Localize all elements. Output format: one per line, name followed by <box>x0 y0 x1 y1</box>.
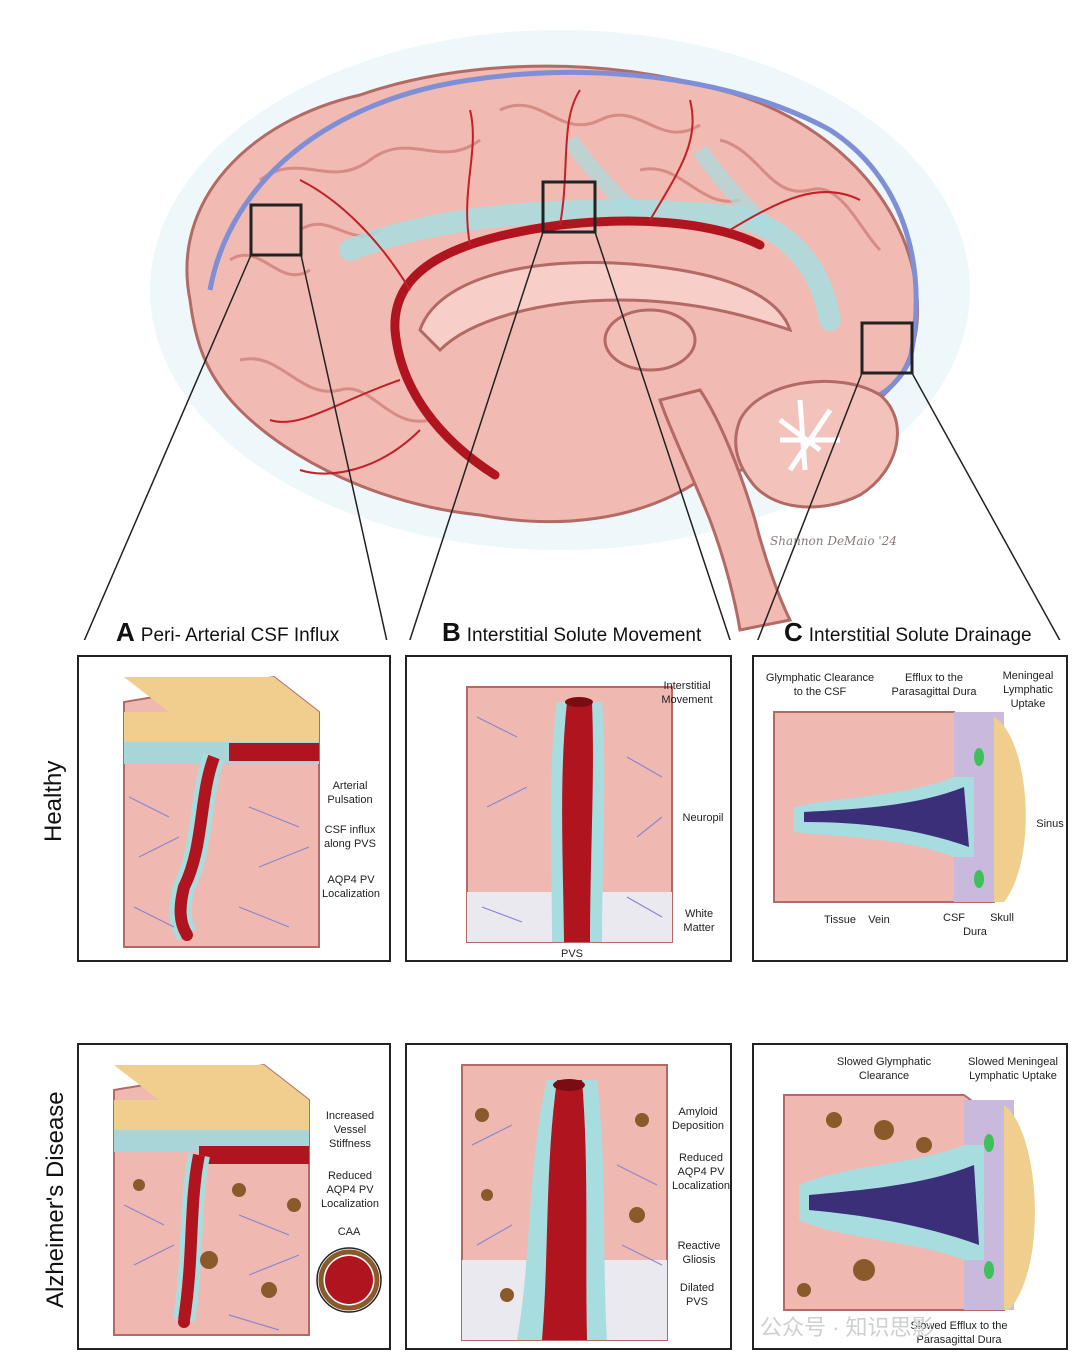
panel-b-ad-art <box>461 1064 668 1341</box>
label-csf: CSF <box>943 912 965 924</box>
zoom-box-c <box>860 321 914 375</box>
zoom-box-b <box>541 180 597 234</box>
panel-c-letter: C <box>784 617 803 647</box>
csf-flow <box>339 199 841 331</box>
csf-flow-branch-2 <box>693 145 776 236</box>
label-efflux-dura: Efflux to the Parasagittal Dura <box>891 672 977 698</box>
label-vessel-stiffness: Increased Vessel Stiffness <box>325 1110 375 1150</box>
label-pvs: PVS <box>560 948 583 960</box>
callout-lines <box>83 231 1061 640</box>
brainstem <box>658 388 793 632</box>
label-slowed-efflux: Slowed Efflux to the Parasagittal Dura <box>910 1320 1008 1346</box>
label-sinus: Sinus <box>1036 818 1064 830</box>
panel-a-ad-art <box>113 1063 382 1336</box>
label-tissue: Tissue <box>824 914 856 926</box>
panel-b-title-text: Interstitial Solute Movement <box>466 625 702 646</box>
label-dura: Dura <box>963 926 987 938</box>
cerebellum <box>734 379 899 509</box>
label-skull: Skull <box>990 912 1014 924</box>
label-glymphatic-clearance: Glymphatic Clearance to the CSF <box>765 672 875 698</box>
label-slowed-glymphatic: Slowed Glymphatic Clearance <box>836 1056 932 1082</box>
panel-c-healthy-art <box>773 711 1026 903</box>
panel-c-ad-art <box>783 1094 1035 1311</box>
brain-illustration: Shannon DeMaio '24 <box>83 30 1061 640</box>
label-reduced-aqp4-b: Reduced AQP4 PV Localization <box>671 1152 731 1192</box>
label-neuropil: Neuropil <box>682 812 724 824</box>
thalamus <box>603 308 697 372</box>
sagittal-sinus <box>207 69 919 405</box>
row-label-healthy: Healthy <box>40 760 67 842</box>
panel-b-letter: B <box>442 617 461 647</box>
signature: Shannon DeMaio '24 <box>770 534 897 548</box>
label-slowed-meningeal: Slowed Meningeal Lymphatic Uptake <box>968 1056 1058 1082</box>
label-meningeal-uptake: Meningeal Lymphatic Uptake <box>1002 670 1054 710</box>
label-vein: Vein <box>868 914 890 926</box>
arbor-vitae <box>778 399 840 472</box>
label-dilated-pvs: Dilated PVS <box>679 1282 715 1308</box>
label-caa: CAA <box>337 1226 361 1238</box>
panel-a-ad: Increased Vessel Stiffness Reduced AQP4 … <box>77 1043 391 1350</box>
label-reduced-aqp4: Reduced AQP4 PV Localization <box>320 1170 380 1210</box>
anterior-cerebral-artery <box>390 216 765 480</box>
panel-c-ad: Slowed Glymphatic Clearance Slowed Menin… <box>752 1043 1068 1350</box>
watermark: 公众号 · 知识思影 <box>760 1315 934 1340</box>
label-interstitial-movement: Interstitial Movement <box>661 680 713 706</box>
row-label-alzheimers: Alzheimer's Disease <box>42 1091 69 1308</box>
panel-a-letter: A <box>116 617 135 647</box>
panel-c-healthy: Glymphatic Clearance to the CSF Efflux t… <box>752 655 1068 962</box>
panel-b-healthy: Interstitial Movement Neuropil White Mat… <box>405 655 732 962</box>
panel-a-healthy: Arterial Pulsation CSF influx along PVS … <box>77 655 391 962</box>
label-arterial-pulsation: Arterial Pulsation <box>327 780 373 806</box>
panel-a-healthy-art <box>123 675 320 948</box>
panel-a-title-text: Peri- Arterial CSF Influx <box>140 625 340 646</box>
panel-b-ad: Amyloid Deposition Reduced AQP4 PV Local… <box>405 1043 732 1350</box>
csf-flow-branch <box>563 135 645 222</box>
label-csf-influx: CSF influx along PVS <box>324 824 376 850</box>
panel-c-title-text: Interstitial Solute Drainage <box>808 625 1032 646</box>
label-reactive-gliosis: Reactive Gliosis <box>677 1240 721 1266</box>
zoom-box-a <box>249 203 303 257</box>
label-amyloid: Amyloid Deposition <box>672 1106 724 1132</box>
label-white-matter: White Matter <box>683 908 715 934</box>
arterial-branches <box>269 89 861 475</box>
panel-b-healthy-art <box>466 686 673 943</box>
label-aqp4-pv: AQP4 PV Localization <box>321 874 381 900</box>
